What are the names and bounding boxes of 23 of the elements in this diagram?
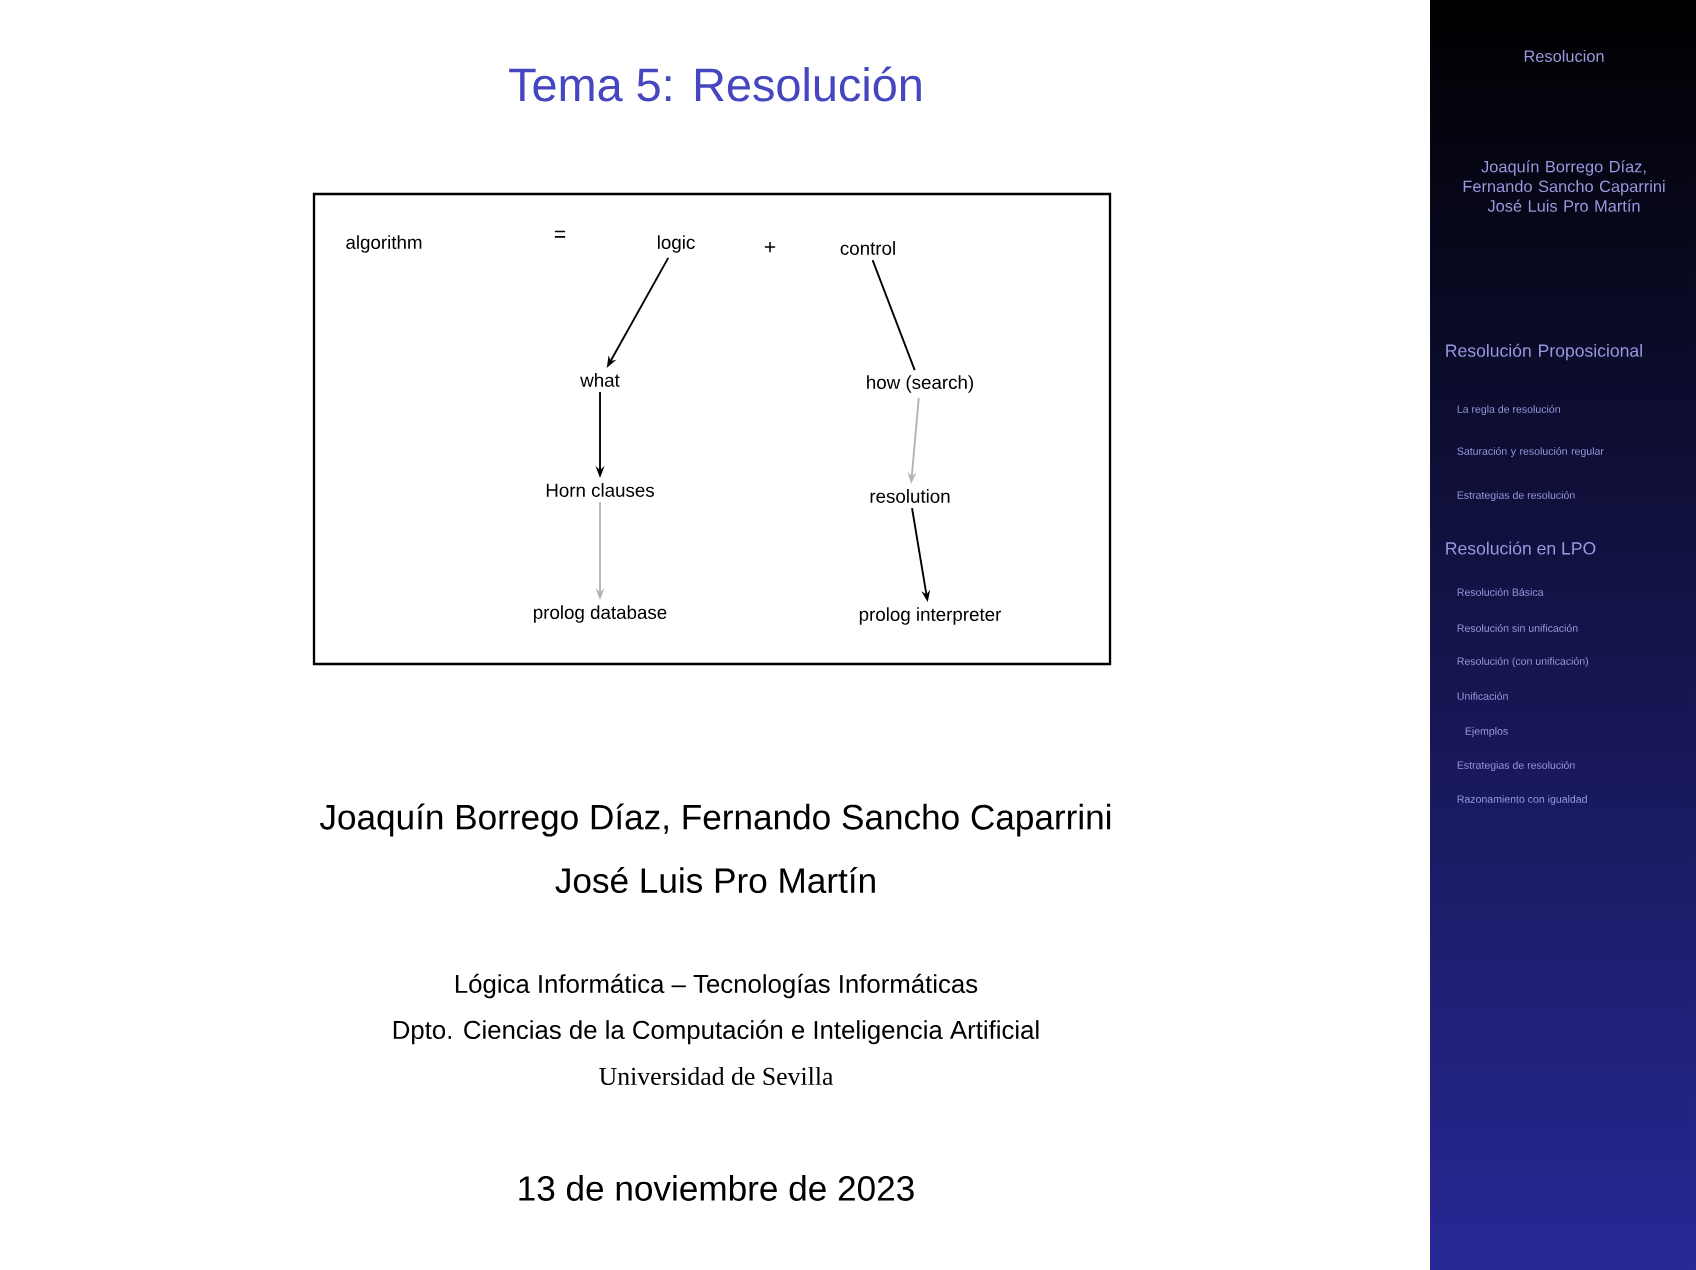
diagram-text: Horn clauses xyxy=(546,483,654,497)
department-line: Dpto. Ciencias de la Computación e Inteligencia Artificial xyxy=(393,1019,1039,1045)
diagram-text: prolog database xyxy=(534,605,667,623)
diagram-text: how (search) xyxy=(867,375,973,393)
author-line: José Luis Pro Martín xyxy=(555,866,875,894)
equals-sign: = xyxy=(554,230,566,238)
slide-title: Tema 5: Resolución xyxy=(509,66,921,102)
author-line: Joaquín Borrego Díaz, Fernando Sancho Caparrini xyxy=(319,803,1111,837)
section-heading: Resolución Proposicional xyxy=(1446,343,1642,361)
connector-line xyxy=(871,259,916,372)
sidebar-title: Resolucion xyxy=(1524,50,1604,62)
diagram-text: algorithm xyxy=(346,235,422,253)
plus-sign: + xyxy=(764,241,776,253)
diagram-text: prolog interpreter xyxy=(859,607,1001,625)
course-line: Lógica Informática – Tecnologías Informáticas xyxy=(455,973,978,999)
diagram-text: control xyxy=(840,241,895,255)
date-line: 13 de noviembre de 2023 xyxy=(519,1175,914,1201)
diagram-text: what xyxy=(580,373,620,387)
diagram-text: resolution xyxy=(870,489,950,503)
diagram-text: logic xyxy=(658,235,695,253)
sidebar-authors: Joaquín Borrego Díaz, Fernando Sancho Caparrini José Luis Pro Martín xyxy=(1463,160,1665,212)
university-line: Universidad de Sevilla xyxy=(599,1066,834,1086)
section-heading: Resolución en LPO xyxy=(1446,541,1596,555)
